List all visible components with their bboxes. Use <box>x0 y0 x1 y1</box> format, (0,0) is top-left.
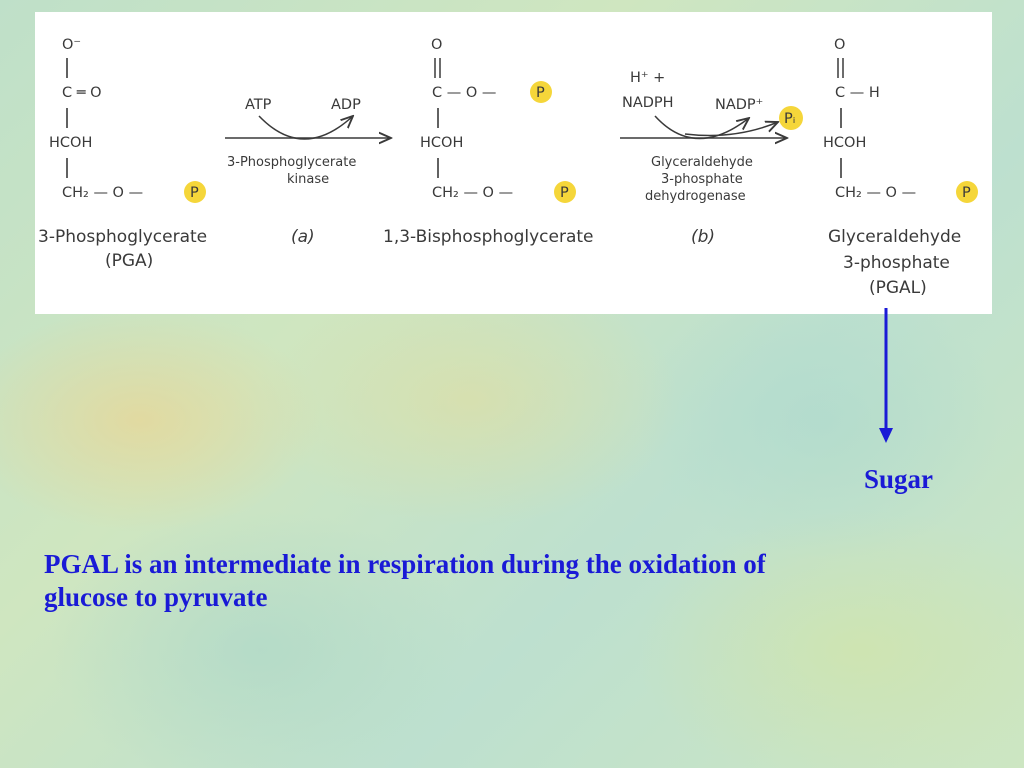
pga-abbr: (PGA) <box>105 251 153 271</box>
pga-phosphate-label: P <box>190 185 199 201</box>
pga-c-eq-o: C ═ O <box>62 85 102 101</box>
pga-o-minus: O⁻ <box>62 37 81 53</box>
pi-circle <box>779 106 803 130</box>
pgal-molecule: O C — H HCOH CH₂ — O — P Glyceraldehyde … <box>823 37 978 298</box>
step-a: ATP ADP 3-Phosphoglycerate kinase (a) <box>225 97 391 247</box>
nadph-label: NADPH <box>622 95 674 111</box>
pgal-name-line2: 3-phosphate <box>843 253 950 273</box>
bpg-molecule: O C — O — P HCOH CH₂ — O — P 1,3-Bisphos… <box>383 37 594 247</box>
reaction-diagram: O⁻ C ═ O HCOH CH₂ — O — P 3-Phosphoglyce… <box>38 37 978 298</box>
caption-line-2: glucose to pyruvate <box>44 582 268 612</box>
bpg-c-o: C — O — <box>432 85 496 101</box>
h-plus-label: H⁺ + <box>630 70 665 86</box>
atp-adp-curve-arrow <box>258 116 353 140</box>
caption-text: PGAL is an intermediate in respiration d… <box>44 548 974 614</box>
enzyme-a-line1: 3-Phosphoglycerate <box>227 155 356 170</box>
bpg-phosphate-label-1: P <box>536 85 545 101</box>
bpg-name: 1,3-Bisphosphoglycerate <box>383 227 594 247</box>
pga-phosphate-circle <box>184 181 206 203</box>
pgal-phosphate-circle <box>956 181 978 203</box>
pgal-ch2-o: CH₂ — O — <box>835 185 916 201</box>
pga-hcoh: HCOH <box>49 135 92 151</box>
enzyme-a-line2: kinase <box>287 172 329 187</box>
adp-label: ADP <box>331 97 361 113</box>
pgal-abbr: (PGAL) <box>869 278 927 298</box>
pgal-c-h: C — H <box>835 85 880 101</box>
enzyme-b-line2: 3-phosphate <box>661 172 743 187</box>
nadp-label: NADP⁺ <box>715 97 763 113</box>
caption-line-1: PGAL is an intermediate in respiration d… <box>44 549 766 579</box>
bpg-phosphate-label-2: P <box>560 185 569 201</box>
enzyme-b-line1: Glyceraldehyde <box>651 155 753 170</box>
pgal-phosphate-label: P <box>962 185 971 201</box>
bpg-hcoh: HCOH <box>420 135 463 151</box>
pi-curve-arrow <box>684 122 778 137</box>
pga-molecule: O⁻ C ═ O HCOH CH₂ — O — P 3-Phosphoglyce… <box>38 37 207 271</box>
pgal-name-line1: Glyceraldehyde <box>828 227 961 247</box>
bpg-phosphate-circle-2 <box>554 181 576 203</box>
enzyme-b-line3: dehydrogenase <box>645 189 746 204</box>
pi-label: Pᵢ <box>784 111 795 127</box>
pgal-hcoh: HCOH <box>823 135 866 151</box>
step-a-label: (a) <box>291 227 315 247</box>
sugar-label: Sugar <box>864 464 934 494</box>
pgal-o-top: O <box>834 37 845 53</box>
pga-name: 3-Phosphoglycerate <box>38 227 207 247</box>
bpg-o-top: O <box>431 37 442 53</box>
step-b-label: (b) <box>691 227 715 247</box>
bpg-phosphate-circle-1 <box>530 81 552 103</box>
step-b: H⁺ + NADPH NADP⁺ Pᵢ Glyceraldehyde 3-pho… <box>620 70 803 247</box>
atp-label: ATP <box>245 97 272 113</box>
bpg-ch2-o: CH₂ — O — <box>432 185 513 201</box>
reaction-diagram-panel: O⁻ C ═ O HCOH CH₂ — O — P 3-Phosphoglyce… <box>35 12 992 314</box>
pga-ch2-o: CH₂ — O — <box>62 185 143 201</box>
